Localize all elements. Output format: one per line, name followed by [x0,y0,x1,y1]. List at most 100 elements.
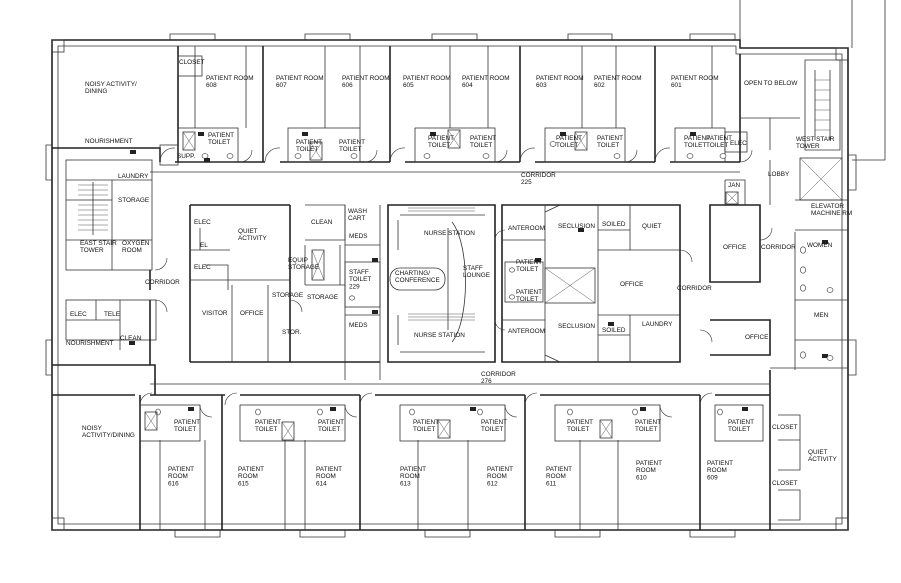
room-label-line: 613 [400,480,411,487]
room-label-elec-c1: ELEC [194,219,211,226]
room-label-storage-c2: STORAGE [307,294,338,301]
room-label-line: PATIENT ROOM [536,75,584,82]
room-label-nurse-station-bot: NURSE STATION [414,332,465,339]
room-label-line: PATIENT [168,466,194,473]
room-label-line: TOILET [339,146,361,153]
room-label-line: CLOSET [772,424,798,431]
room-label-laundry-r: LAUNDRY [642,321,673,328]
room-label-line: QUIET [808,449,828,456]
room-label-line: LOBBY [768,171,790,178]
room-label-line: NOURISHMENT [85,138,133,145]
room-label-line: SECLUSION [558,323,595,330]
room-label-line: 615 [238,480,249,487]
room-label-line: ACTIVITY [238,235,267,242]
room-label-line: CART [348,215,365,222]
room-label-storage-l: STORAGE [118,197,149,204]
room-label-line: ACTIVITY/DINING [82,432,135,439]
room-label-line: STORAGE [118,197,149,204]
room-label-line: LAUNDRY [642,321,673,328]
room-label-line: QUIET [238,228,258,235]
room-label-storage-c1: STORAGE [272,292,303,299]
room-label-closet-tl: CLOSET [179,59,205,66]
room-label-line: WEST STAIR [796,136,835,143]
room-label-quiet-r: QUIET [642,223,662,230]
room-label-line: CLOSET [772,480,798,487]
room-label-office-r2: OFFICE [745,334,768,341]
room-label-line: SECLUSION [558,223,595,230]
room-label-soiled-2: SOILED [602,327,626,334]
fixtures [129,129,834,441]
room-label-line: NOISY ACTIVITY/ [85,81,137,88]
room-label-line: TOILET [428,142,450,149]
room-label-line: NOURISHMENT [66,340,114,347]
room-label-closet-br1: CLOSET [772,424,798,431]
room-label-line: OFFICE [240,310,263,317]
room-label-line: PATIENT [400,466,426,473]
room-label-tele: TELE [104,311,120,318]
room-label-line: NURSE STATION [424,230,475,237]
room-label-line: PATIENT [174,419,200,426]
room-label-line: ELEC [194,219,211,226]
room-label-line: CORRIDOR [521,172,556,179]
room-label-line: TOILET [470,142,492,149]
room-label-corridor-l: CORRIDOR [145,279,180,286]
room-label-line: PATIENT [428,135,454,142]
room-label-line: PATIENT ROOM [276,75,324,82]
room-label-line: PATIENT [635,419,661,426]
room-label-line: PATIENT [597,135,623,142]
room-label-line: PATIENT ROOM [671,75,719,82]
room-label-line: NURSE STATION [414,332,465,339]
room-label-line: PATIENT ROOM [462,75,510,82]
room-label-visitor: VISITOR [202,310,228,317]
room-label-line: ROOM [707,467,727,474]
room-label-line: 605 [403,82,414,89]
room-label-line: PATIENT [636,460,662,467]
room-label-anteroom-2: ANTEROOM [508,328,545,335]
room-label-line: PATIENT [567,419,593,426]
room-label-line: TOILET [296,146,318,153]
room-label-line: PATIENT ROOM [342,75,390,82]
room-label-line: CONFERENCE [395,277,440,284]
room-label-elec-l: ELEC [70,311,87,318]
room-label-line: TOILET [208,139,230,146]
room-label-line: TOILET [481,426,503,433]
room-label-women: WOMEN [807,242,833,249]
room-label-line: 608 [206,82,217,89]
room-label-line: 616 [168,480,179,487]
room-label-line: ELEC [730,140,747,147]
room-label-line: PATIENT [339,139,365,146]
room-label-open-below: OPEN TO BELOW [744,80,798,87]
room-label-line: VISITOR [202,310,228,317]
room-label-line: TOILET [556,142,578,149]
room-label-line: ROOM [238,473,258,480]
room-label-men: MEN [814,312,829,319]
room-label-line: 225 [521,179,532,186]
room-label-line: 276 [481,378,492,385]
room-label-corridor-r: CORRIDOR [677,285,712,292]
room-label-line: ROOM [122,247,142,254]
room-label-line: PATIENT [470,135,496,142]
room-label-line: PATIENT [706,135,732,142]
